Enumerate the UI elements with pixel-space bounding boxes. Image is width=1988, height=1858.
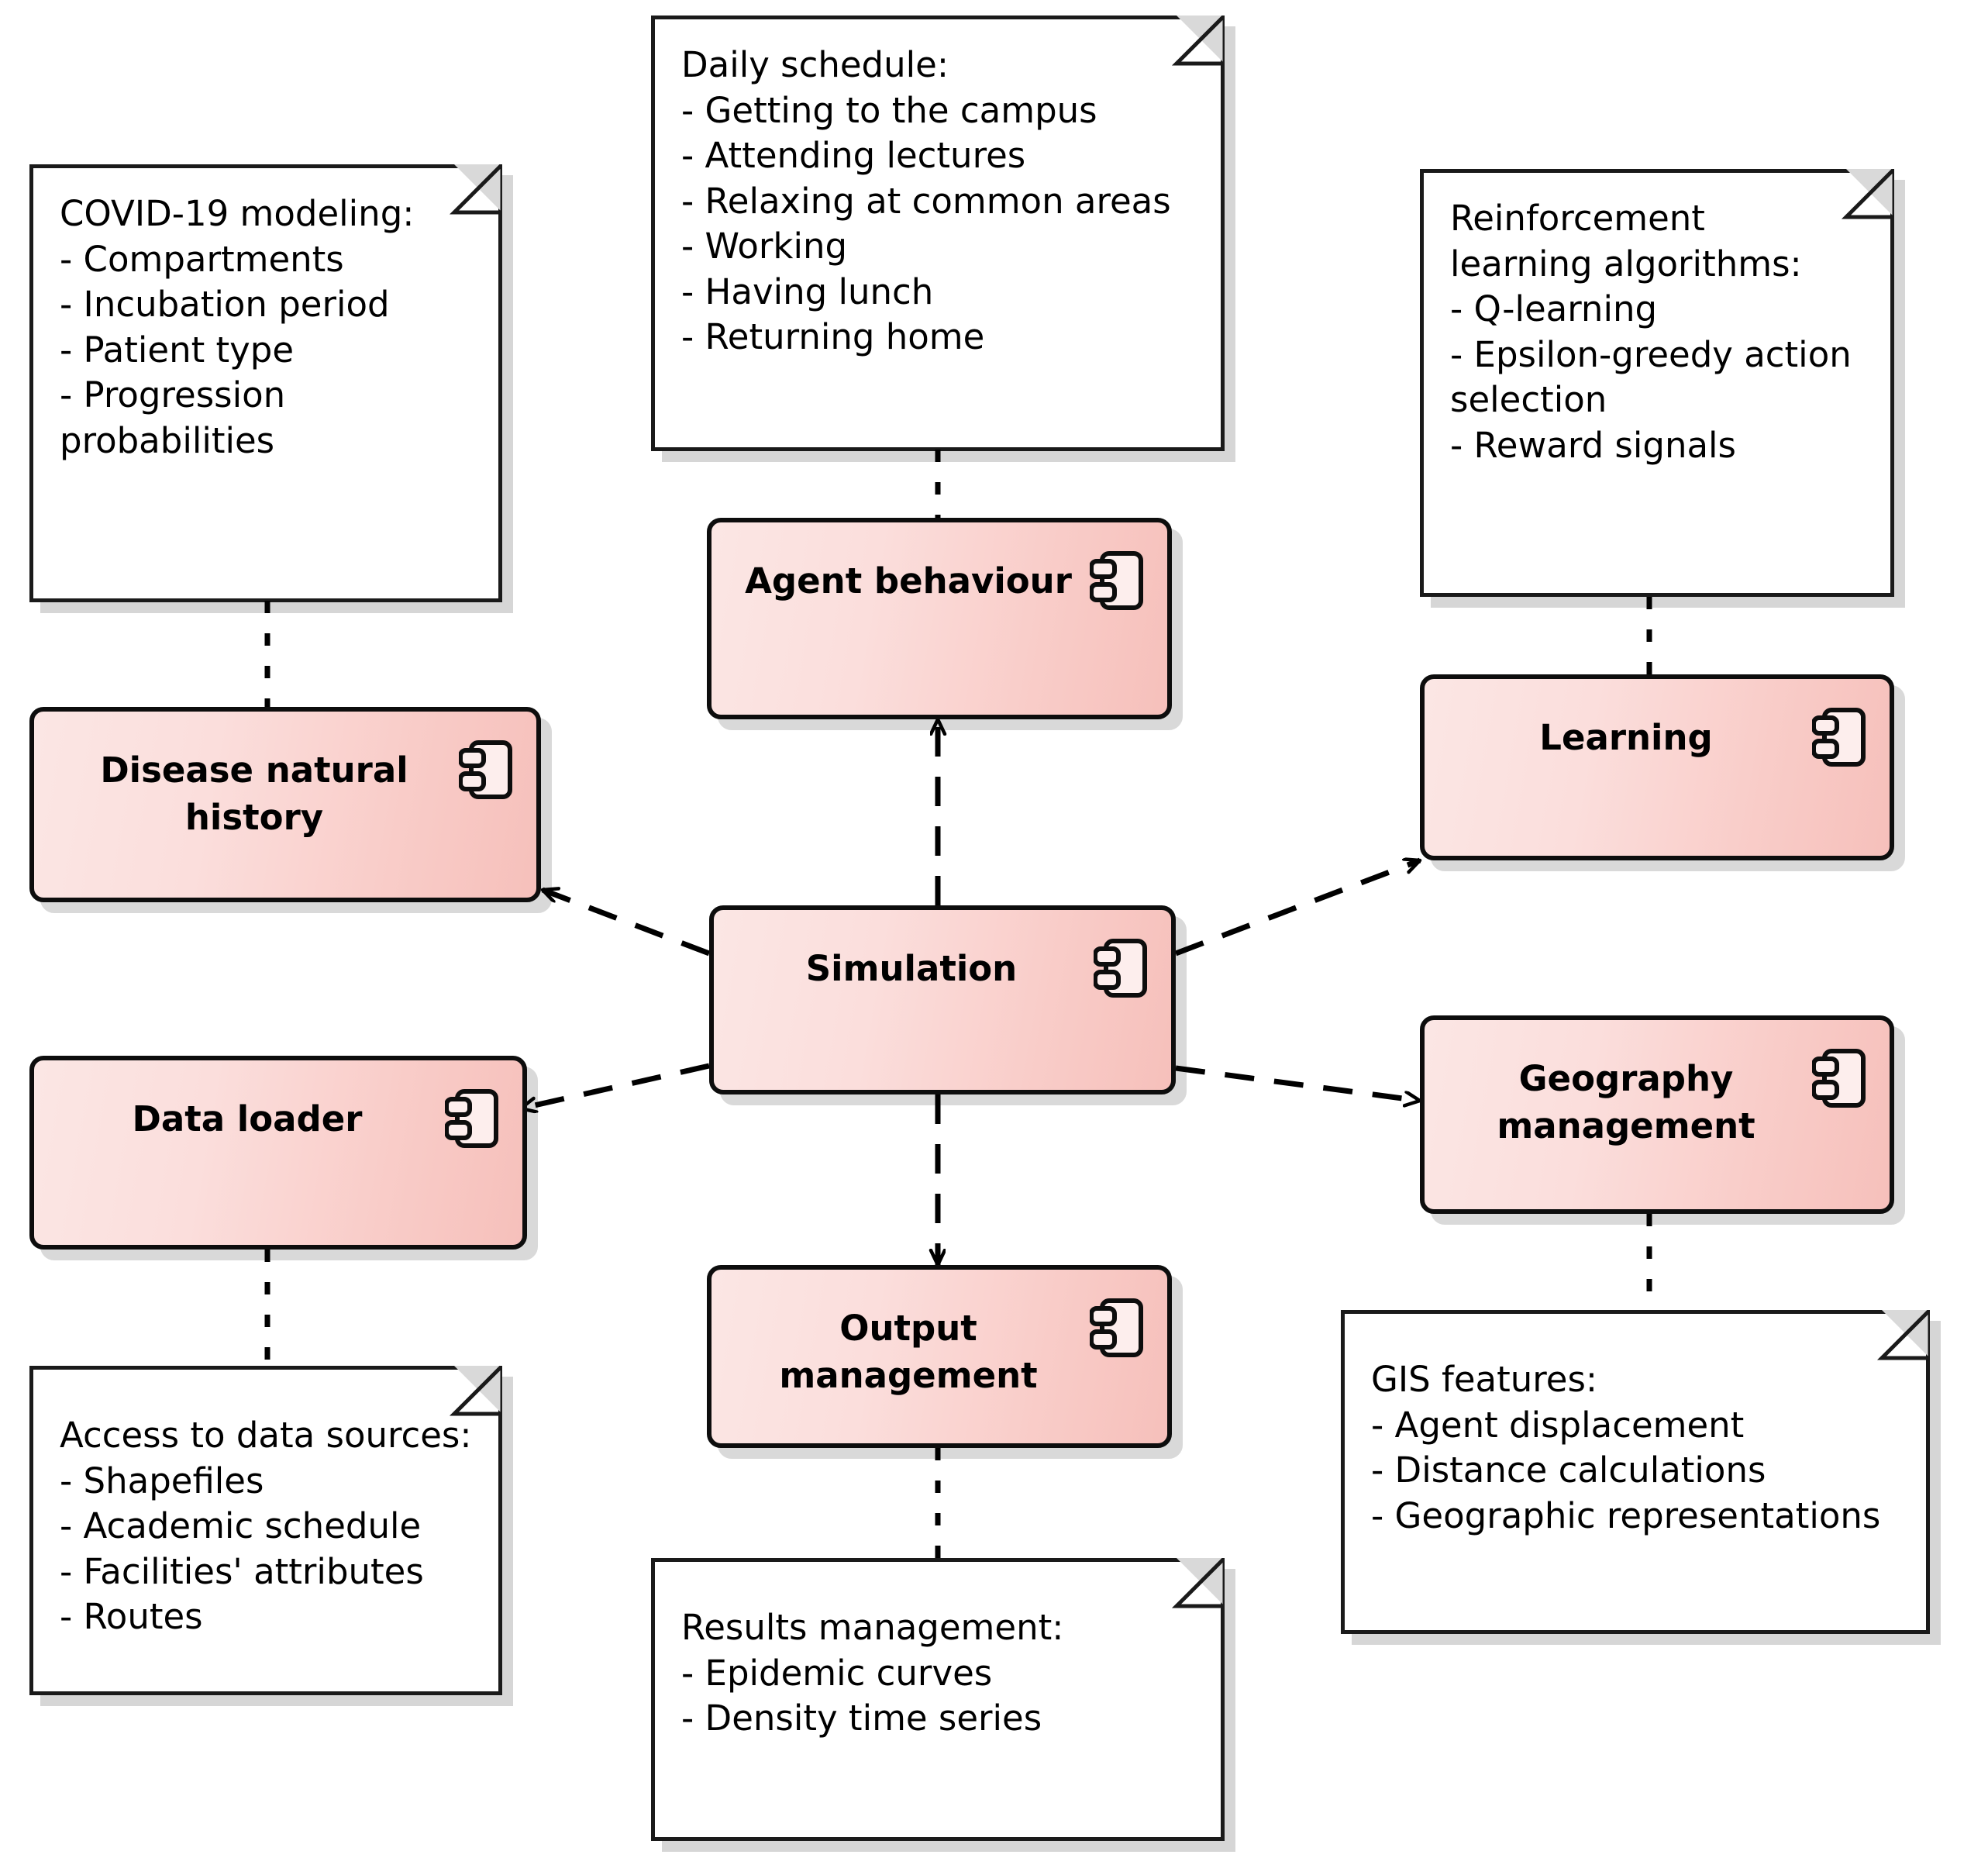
component-simulation[interactable]: Simulation — [709, 905, 1176, 1094]
note-line: probabilities — [60, 419, 275, 461]
note-fold-corner-icon — [454, 1366, 502, 1414]
component-label: Learning — [1539, 717, 1713, 758]
note-line: - Relaxing at common areas — [681, 180, 1171, 222]
note-line: - Geographic representations — [1371, 1494, 1881, 1536]
component-label: Output management — [779, 1308, 1038, 1396]
uml-component-icon — [1094, 939, 1147, 998]
note-line: - Compartments — [60, 238, 344, 280]
uml-component-icon — [1090, 1298, 1143, 1357]
component-output-management[interactable]: Output management — [707, 1265, 1172, 1448]
dependency-simulation-to-data-loader — [521, 1063, 710, 1108]
note-line: - Working — [681, 226, 848, 267]
note-line: - Incubation period — [60, 284, 390, 325]
component-agent-behaviour[interactable]: Agent behaviour — [707, 518, 1172, 719]
note-data-sources: Access to data sources: - Shapefiles - A… — [29, 1366, 502, 1695]
note-covid-modeling: COVID-19 modeling: - Compartments - Incu… — [29, 164, 502, 602]
note-line: - Facilities' attributes — [60, 1550, 424, 1592]
dependency-simulation-to-learning — [1174, 860, 1420, 957]
uml-component-icon — [459, 740, 512, 799]
note-line: - Attending lectures — [681, 135, 1026, 176]
note-line: COVID-19 modeling: — [60, 193, 415, 234]
note-line: - Distance calculations — [1371, 1450, 1766, 1491]
note-line: learning algorithms: — [1450, 243, 1802, 284]
note-line: - Agent displacement — [1371, 1404, 1745, 1446]
component-label: Data loader — [132, 1098, 363, 1139]
component-label: Agent behaviour — [745, 560, 1072, 602]
note-line: - Epidemic curves — [681, 1652, 993, 1694]
component-disease-natural-history[interactable]: Disease natural history — [29, 707, 541, 902]
note-gis-features: GIS features: - Agent displacement - Dis… — [1341, 1310, 1930, 1634]
uml-component-icon — [445, 1089, 498, 1148]
note-fold-corner-icon — [1882, 1310, 1930, 1358]
note-line: - Shapefiles — [60, 1460, 264, 1501]
note-line: - Returning home — [681, 316, 985, 357]
component-label: Disease natural history — [100, 750, 408, 838]
dependency-simulation-to-geography-management — [1175, 1065, 1420, 1101]
note-fold-corner-icon — [1177, 1558, 1225, 1606]
note-line: - Reward signals — [1450, 424, 1736, 466]
note-line: - Academic schedule — [60, 1505, 422, 1546]
note-line: Access to data sources: — [60, 1415, 472, 1456]
note-results-management: Results management: - Epidemic curves - … — [651, 1558, 1225, 1841]
component-data-loader[interactable]: Data loader — [29, 1056, 527, 1250]
component-learning[interactable]: Learning — [1420, 674, 1894, 860]
uml-component-icon — [1812, 1049, 1866, 1108]
note-line: Results management: — [681, 1607, 1064, 1648]
note-line: - Q-learning — [1450, 288, 1658, 329]
note-line: - Density time series — [681, 1698, 1042, 1739]
note-line: Reinforcement — [1450, 198, 1705, 239]
note-line: - Routes — [60, 1596, 203, 1637]
component-label: Geography management — [1497, 1058, 1755, 1146]
dependency-simulation-to-disease-natural-history — [543, 890, 711, 957]
component-geography-management[interactable]: Geography management — [1420, 1015, 1894, 1214]
uml-component-icon — [1812, 708, 1866, 767]
note-line: - Having lunch — [681, 271, 934, 312]
note-line: - Progression — [60, 374, 286, 415]
note-line: - Epsilon-greedy action — [1450, 333, 1852, 375]
component-label: Simulation — [805, 948, 1018, 989]
uml-component-icon — [1090, 551, 1143, 610]
note-daily-schedule: Daily schedule: - Getting to the campus … — [651, 16, 1225, 451]
note-line: - Getting to the campus — [681, 89, 1097, 131]
note-reinforcement-learning: Reinforcement learning algorithms: - Q-l… — [1420, 169, 1894, 597]
note-line: - Patient type — [60, 329, 295, 371]
note-line: Daily schedule: — [681, 44, 949, 85]
note-line: GIS features: — [1371, 1359, 1598, 1400]
note-line: selection — [1450, 379, 1607, 420]
